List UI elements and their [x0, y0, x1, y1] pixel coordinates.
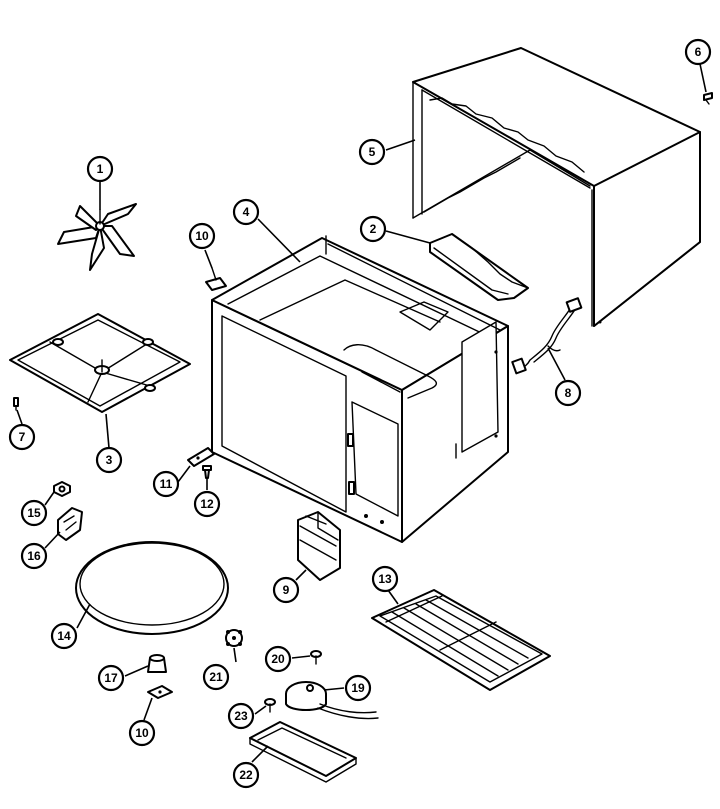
hinge-part-9 — [297, 511, 341, 581]
oven-rack-part — [371, 589, 551, 691]
fan-blade-part — [57, 203, 137, 271]
callout-10-lower-label: 10 — [135, 726, 149, 740]
callout-23-label: 23 — [234, 709, 248, 723]
callout-12: 12 — [193, 490, 221, 518]
callout-8-label: 8 — [565, 386, 572, 400]
bracket-part-10-upper — [205, 267, 227, 291]
callout-6: 6 — [684, 38, 712, 66]
callout-4-label: 4 — [243, 205, 250, 219]
callout-3: 3 — [95, 446, 123, 474]
callout-4: 4 — [232, 198, 260, 226]
motor-cover-tray-part — [249, 721, 357, 783]
callout-5-label: 5 — [369, 145, 376, 159]
callout-6-label: 6 — [695, 45, 702, 59]
callout-19-label: 19 — [351, 681, 365, 695]
leader-lines — [16, 63, 707, 763]
callout-15: 15 — [20, 499, 48, 527]
callout-9-label: 9 — [283, 583, 290, 597]
screw-part-23 — [264, 698, 276, 713]
callout-10-upper: 10 — [188, 222, 216, 250]
callout-22: 22 — [232, 761, 260, 789]
latch-clip-part — [187, 447, 215, 467]
callout-23: 23 — [227, 702, 255, 730]
callout-11-label: 11 — [160, 477, 173, 491]
nut-part-15 — [53, 481, 71, 497]
screw-part-7 — [13, 397, 19, 411]
callout-2-label: 2 — [370, 222, 377, 236]
callout-5: 5 — [358, 138, 386, 166]
callout-12-label: 12 — [200, 497, 214, 511]
callout-21-label: 21 — [209, 670, 223, 684]
screw-part-12 — [202, 465, 212, 479]
callout-9: 9 — [272, 576, 300, 604]
callout-16: 16 — [20, 542, 48, 570]
callout-7-label: 7 — [19, 430, 26, 444]
turntable-part — [75, 541, 229, 635]
callout-7: 7 — [8, 423, 36, 451]
callout-3-label: 3 — [106, 453, 113, 467]
stirrer-plate-part — [9, 313, 191, 413]
waveguide-cover-part — [429, 233, 529, 301]
callout-20: 20 — [264, 645, 292, 673]
callout-13-label: 13 — [378, 572, 392, 586]
callout-2: 2 — [359, 215, 387, 243]
callout-22-label: 22 — [239, 768, 253, 782]
wire-harness-part — [511, 297, 583, 375]
screw-part-6 — [703, 92, 713, 105]
callout-19: 19 — [344, 674, 372, 702]
coupler-part-17 — [147, 654, 167, 673]
callout-15-label: 15 — [27, 506, 41, 520]
callout-10-upper-label: 10 — [195, 229, 209, 243]
callout-14: 14 — [50, 622, 78, 650]
callout-17: 17 — [97, 664, 125, 692]
callout-10-lower: 10 — [128, 719, 156, 747]
callout-20-label: 20 — [271, 652, 285, 666]
callout-1-label: 1 — [97, 162, 104, 176]
callout-13: 13 — [371, 565, 399, 593]
callout-8: 8 — [554, 379, 582, 407]
roller-ring-part — [225, 629, 243, 647]
callout-17-label: 17 — [104, 671, 118, 685]
callout-11: 11 — [152, 470, 180, 498]
callout-14-label: 14 — [57, 629, 71, 643]
coupling-part-16 — [57, 507, 83, 541]
turntable-motor-part — [285, 681, 379, 720]
callout-21: 21 — [202, 663, 230, 691]
screw-part-20 — [310, 650, 322, 665]
oven-cavity-part — [211, 235, 509, 543]
callout-16-label: 16 — [27, 549, 41, 563]
outer-cabinet-part — [412, 47, 701, 327]
plate-part-lower-10 — [147, 685, 173, 699]
callout-1: 1 — [86, 155, 114, 183]
